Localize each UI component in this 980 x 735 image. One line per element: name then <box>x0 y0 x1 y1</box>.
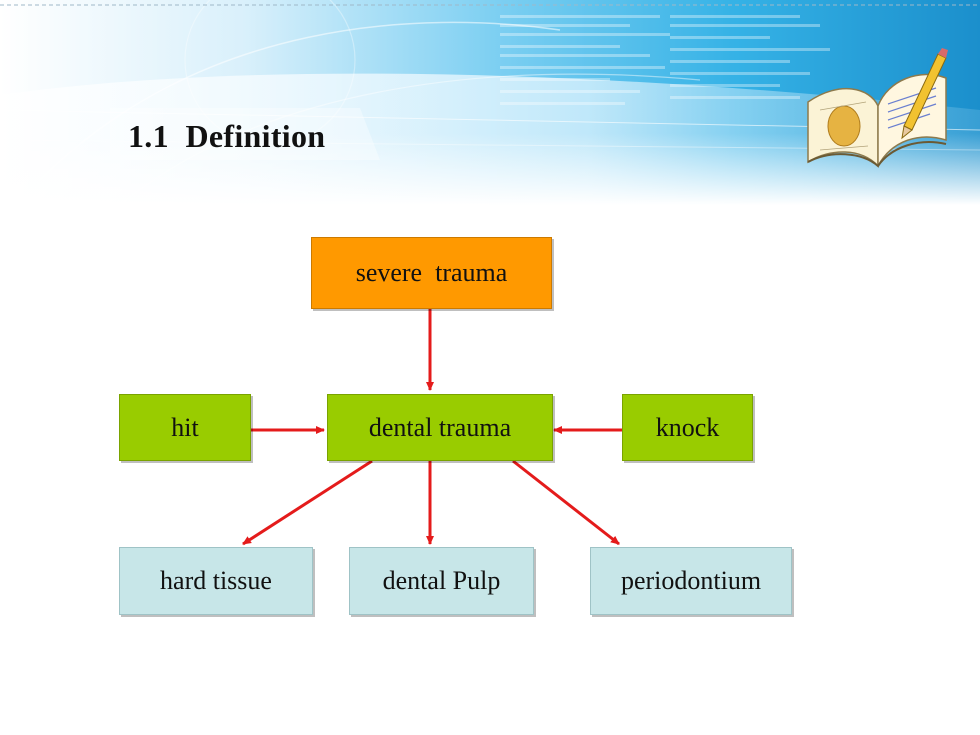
arrow-dental-to-periodontium <box>512 459 620 546</box>
node-dental-pulp: dental Pulp <box>349 547 534 615</box>
node-severe-trauma: severe trauma <box>311 237 552 309</box>
node-periodontium: periodontium <box>590 547 792 615</box>
node-knock: knock <box>622 394 753 461</box>
arrow-dental-to-hard-tissue <box>242 459 373 546</box>
book-icon <box>807 48 948 168</box>
node-hit: hit <box>119 394 251 461</box>
node-hard-tissue: hard tissue <box>119 547 313 615</box>
slide-title: 1.1 Definition <box>128 118 326 154</box>
node-dental-trauma: dental trauma <box>327 394 553 461</box>
